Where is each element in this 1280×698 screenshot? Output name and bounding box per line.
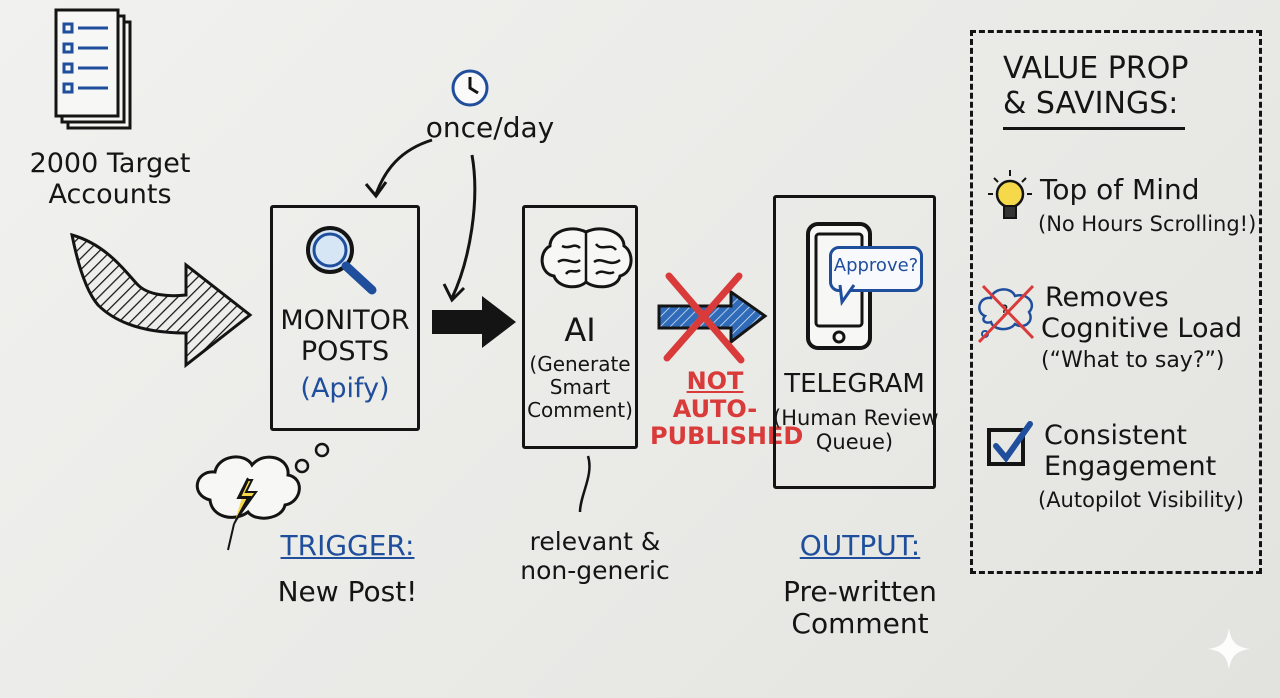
value-prop-title: VALUE PROP & SAVINGS: [1003,51,1188,130]
trigger-label: TRIGGER: New Post! [277,529,418,609]
crossed-publish-arrow [657,272,768,364]
clock-icon [451,69,489,107]
ai-note: relevant & non-generic [520,527,670,585]
lightbulb-icon [988,170,1032,219]
brain-icon [540,227,633,289]
value-item-top-of-mind: Top of Mind (No Hours Scrolling!) [1038,173,1257,237]
telegram-title: TELEGRAM (Human Review Queue) [773,369,939,455]
ai-title: AI (Generate Smart Comment) [527,311,633,422]
input-flow-arrow [70,232,253,369]
bubble-tail [838,284,856,307]
ai-box [522,205,638,449]
approve-bubble [829,246,923,292]
sparkle-icon [1208,628,1250,670]
value-item-cognitive-load: Removes Cognitive Load (“What to say?”) [1041,282,1243,374]
output-label: OUTPUT: Pre-written Comment [783,529,937,641]
checkbox-icon [987,421,1033,466]
arrow-to-ai [432,296,516,348]
monitor-tool: (Apify) [300,373,390,405]
source-label: 2000 Target Accounts [29,148,191,211]
telegram-box [773,195,936,489]
thought-cloud-lightning-icon [195,442,330,551]
svg-text:?: ? [1000,301,1009,320]
document-stack-icon [54,8,132,130]
monitor-posts-box [270,205,420,431]
crossed-thought-cloud-icon: ? [977,284,1035,344]
value-prop-panel [970,30,1262,574]
magnifier-icon [306,226,377,295]
not-auto-published-label: NOT AUTO- PUBLISHED [650,367,804,451]
monitor-title: MONITOR POSTS (Apify) [270,305,420,404]
value-item-engagement: Consistent Engagement (Autopilot Visibil… [1038,420,1244,513]
schedule-label: once/day [425,111,555,144]
approve-text: Approve? [833,255,919,276]
